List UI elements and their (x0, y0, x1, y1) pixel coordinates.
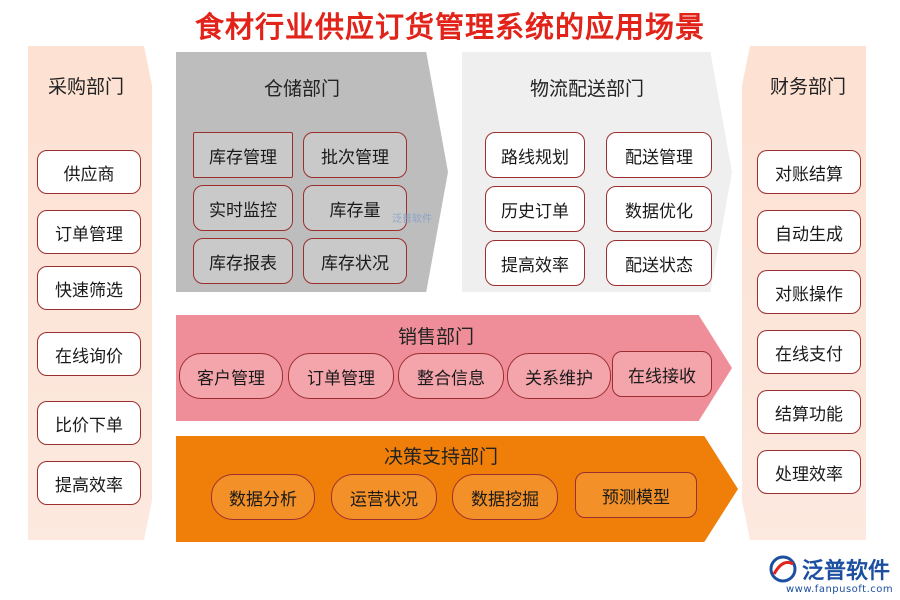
sales-title: 销售部门 (397, 326, 474, 348)
purchasing-item: 供应商 (37, 150, 141, 194)
finance-item: 结算功能 (757, 390, 861, 434)
sales-item: 订单管理 (288, 353, 394, 399)
warehouse-title: 仓储部门 (263, 78, 340, 100)
finance-item: 自动生成 (757, 210, 861, 254)
sales-item: 整合信息 (398, 353, 504, 399)
decision-item: 数据挖掘 (452, 474, 558, 520)
logistics-item: 路线规划 (485, 132, 585, 178)
purchasing-title: 采购部门 (47, 76, 124, 98)
finance-panel: 财务部门 对账结算 自动生成 对账操作 在线支付 结算功能 处理效率 (750, 46, 866, 540)
finance-item: 对账结算 (757, 150, 861, 194)
finance-item: 处理效率 (757, 450, 861, 494)
purchasing-item: 比价下单 (37, 401, 141, 445)
brand-url: www.fanpusoft.com (786, 584, 894, 595)
warehouse-item: 库存量 (303, 185, 407, 231)
purchasing-item: 订单管理 (37, 210, 141, 254)
logistics-item: 历史订单 (485, 186, 585, 232)
purchasing-item: 在线询价 (37, 332, 141, 376)
brand-name: 泛普软件 (802, 559, 891, 584)
sales-item: 关系维护 (507, 353, 611, 399)
warehouse-item: 库存报表 (193, 238, 293, 284)
finance-item: 对账操作 (757, 270, 861, 314)
decision-title: 决策支持部门 (383, 446, 498, 468)
finance-item: 在线支付 (757, 330, 861, 374)
sales-item: 客户管理 (179, 353, 283, 399)
warehouse-item: 库存管理 (193, 132, 293, 178)
warehouse-item: 批次管理 (303, 132, 407, 178)
purchasing-item: 提高效率 (37, 461, 141, 505)
decision-item: 预测模型 (575, 472, 697, 518)
brand-logo: 泛普软件 (768, 553, 890, 585)
watermark: 泛普软件 (392, 214, 432, 225)
logistics-item: 配送管理 (606, 132, 712, 178)
logistics-item: 配送状态 (606, 240, 712, 286)
logistics-item: 提高效率 (485, 240, 585, 286)
brand-mark-icon (769, 555, 797, 583)
page-title: 食材行业供应订货管理系统的应用场景 (194, 10, 705, 44)
purchasing-panel: 采购部门 供应商 订单管理 快速筛选 在线询价 比价下单 提高效率 (28, 46, 144, 540)
decision-item: 运营状况 (331, 474, 437, 520)
logistics-item: 数据优化 (606, 186, 712, 232)
sales-item: 在线接收 (612, 351, 712, 397)
warehouse-item: 库存状况 (303, 238, 407, 284)
decision-item: 数据分析 (211, 474, 315, 520)
warehouse-item: 实时监控 (193, 185, 293, 231)
finance-title: 财务部门 (769, 76, 846, 98)
logistics-title: 物流配送部门 (529, 78, 644, 100)
purchasing-item: 快速筛选 (37, 266, 141, 310)
